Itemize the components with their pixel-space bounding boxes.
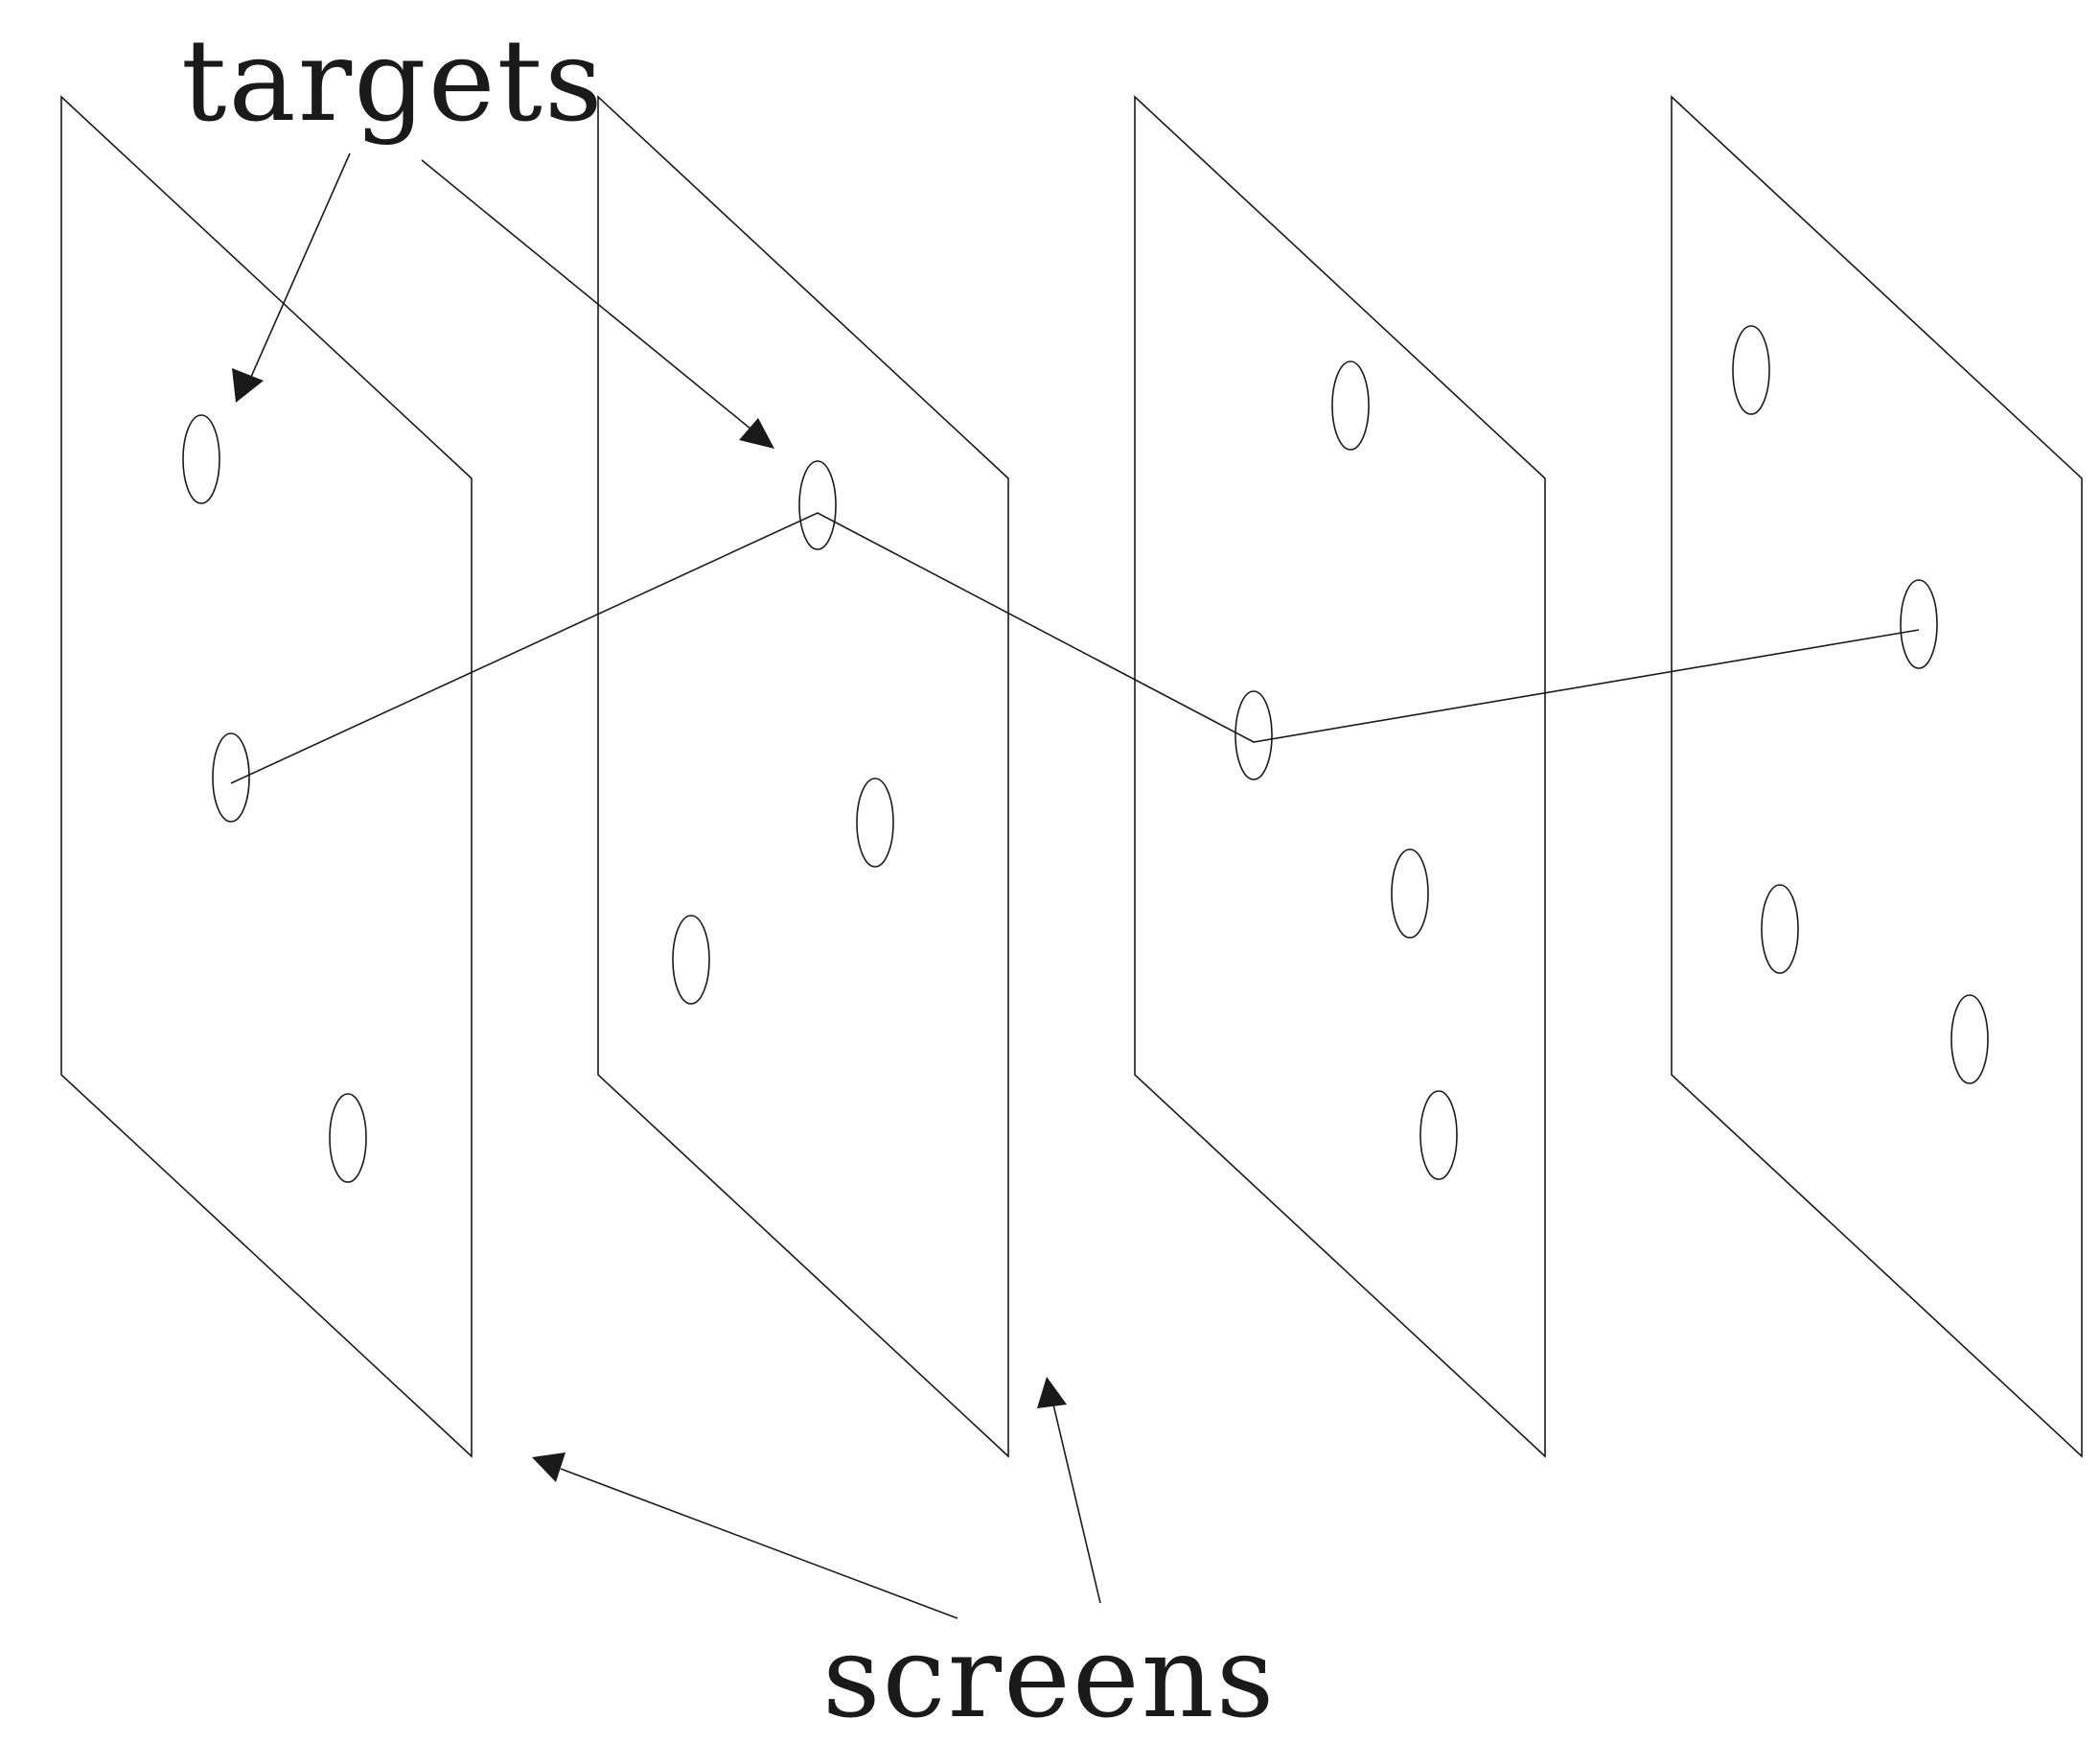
targets-label: targets: [181, 14, 605, 147]
screen-3-outline: [1134, 95, 1546, 1458]
screen-3-target-4: [1419, 1090, 1458, 1180]
targets-arrow-1: [232, 152, 351, 403]
screen-4-outline: [1671, 95, 2083, 1458]
screen-2: [597, 95, 1009, 1458]
screens-arrow-1: [532, 1452, 958, 1619]
screens-arrow-2: [1037, 1377, 1101, 1604]
screen-1: [60, 95, 473, 1458]
screen-3-target-3: [1391, 848, 1429, 939]
screen-2-target-3: [672, 915, 710, 1005]
screen-1-outline: [60, 95, 473, 1458]
targets-arrow-1-shaft: [250, 152, 351, 378]
targets-arrow-2-shaft: [421, 159, 752, 430]
screen-4-target-1: [1732, 325, 1770, 415]
screen-2-target-2: [856, 778, 894, 868]
screen-4-target-2: [1900, 579, 1938, 669]
targets-arrow-1-head: [232, 368, 264, 403]
screen-1-target-2: [212, 732, 250, 823]
screen-3: [1134, 95, 1546, 1458]
screens-arrow-1-shaft: [560, 1468, 958, 1619]
target-track-line: [230, 512, 1920, 784]
screens-label: screens: [822, 1611, 1276, 1742]
screen-4-target-3: [1761, 884, 1799, 974]
screen-3-target-1: [1331, 360, 1370, 451]
screens-arrow-1-head: [532, 1452, 565, 1482]
screens-arrow-2-shaft: [1052, 1404, 1101, 1604]
screens-arrow-2-head: [1037, 1377, 1067, 1408]
screen-3-target-2: [1235, 690, 1273, 780]
screen-1-target-1: [182, 414, 220, 504]
targets-arrow-2-head: [739, 418, 774, 449]
screen-1-target-3: [329, 1093, 367, 1183]
screen-4: [1671, 95, 2083, 1458]
screen-4-target-4: [1950, 994, 1989, 1084]
targets-arrow-2: [421, 159, 774, 449]
screen-2-target-1: [798, 460, 837, 550]
screen-2-outline: [597, 95, 1009, 1458]
